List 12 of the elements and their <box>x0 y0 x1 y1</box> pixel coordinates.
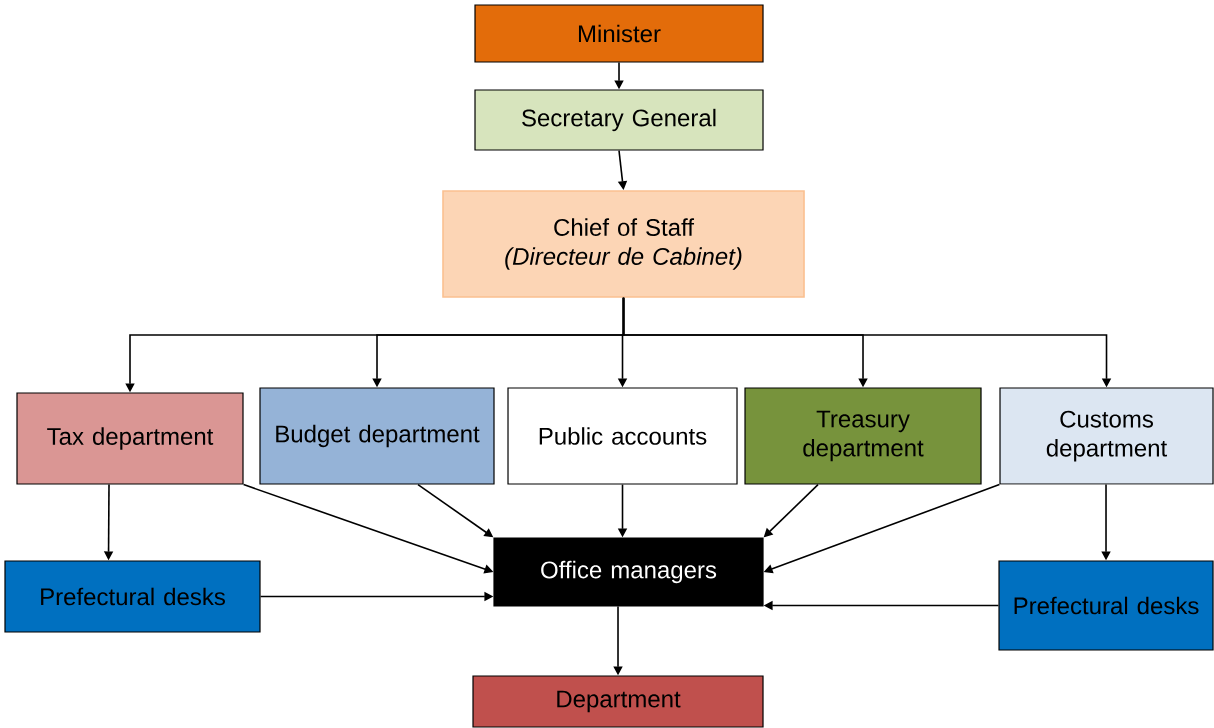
process-box: Chief of Staff (Directeur de Cabinet) <box>442 190 805 298</box>
department-box: Public accounts <box>507 387 738 485</box>
department-box: Tax department <box>16 392 244 485</box>
process-box: Secretary General <box>474 89 764 151</box>
process-box: Office managers <box>493 537 764 607</box>
desk-box: Prefectural desks <box>998 560 1214 651</box>
department-box: Treasury department <box>744 387 982 485</box>
department-box: Department <box>472 675 764 728</box>
department-box: Budget department <box>259 387 495 485</box>
desk-box: Prefectural desks <box>4 560 261 633</box>
department-box: Customs department <box>999 387 1214 485</box>
title-box: Minister <box>474 4 764 63</box>
